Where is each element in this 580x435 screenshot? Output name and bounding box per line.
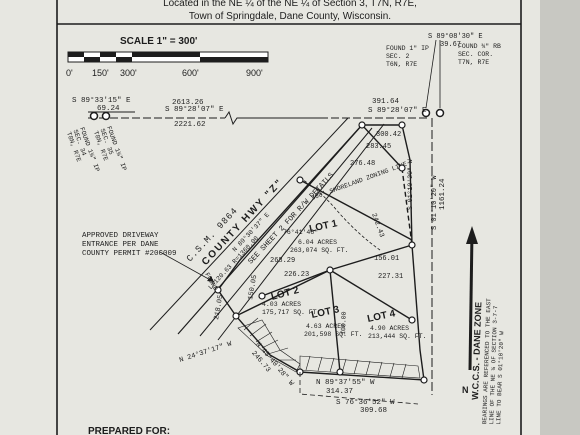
dim-2: 283.45 xyxy=(366,143,391,151)
dim-angle: 76°41'46" xyxy=(283,228,318,236)
scale-tick-600: 600' xyxy=(182,68,199,78)
header-line-1: Located in the NE ¼ of the NE ¼ of Secti… xyxy=(163,0,417,9)
svg-text:4.63 ACRES: 4.63 ACRES xyxy=(306,323,345,330)
map-border xyxy=(56,0,522,435)
svg-text:1161.24: 1161.24 xyxy=(439,178,447,210)
south-tie-line xyxy=(299,372,419,405)
legend-note-3: LINE TO BEAR S 01°10'20" W xyxy=(495,331,505,425)
dim-6: 268.29 xyxy=(270,257,295,265)
svg-text:FOUND ¾" RB: FOUND ¾" RB xyxy=(458,43,501,50)
hatched-buffer xyxy=(237,317,421,379)
svg-text:S 01°10'20" W: S 01°10'20" W xyxy=(430,175,439,230)
svg-text:T7N, R7E: T7N, R7E xyxy=(458,59,489,66)
svg-text:6.04 ACRES: 6.04 ACRES xyxy=(298,239,337,246)
west-corner-bearing: S 89°33'15" E xyxy=(72,96,131,105)
west-corner-dist: 69.24 xyxy=(97,105,120,113)
svg-text:100.00: 100.00 xyxy=(340,311,348,335)
scale-label: SCALE 1" = 300' xyxy=(120,36,197,47)
west-corner-monuments xyxy=(89,111,111,121)
dim-3: 276.48 xyxy=(350,160,375,168)
svg-text:T6N, R7E: T6N, R7E xyxy=(386,61,417,68)
north-line-bearing: S 89°28'07" E xyxy=(165,105,224,114)
lot-boundaries xyxy=(217,124,425,381)
svg-text:4.90 ACRES: 4.90 ACRES xyxy=(370,325,409,332)
dim-5: 156.01 xyxy=(374,255,399,263)
dim-1: 300.42 xyxy=(376,131,401,139)
county-hwy-z xyxy=(149,117,385,341)
svg-text:4.03 ACRES: 4.03 ACRES xyxy=(262,301,301,308)
bottom-bearing: N 89°37'55" W xyxy=(316,378,375,387)
scale-tick-0: 0' xyxy=(66,68,73,78)
north-arrow-legend: W.C.C.S. - DANE ZONE BEARINGS ARE REFERE… xyxy=(462,226,505,425)
east-corner-note-a: FOUND 1" IP SEC. 2 T6N, R7E xyxy=(386,45,429,68)
east-corner-dist: 39.67 xyxy=(440,41,461,49)
legend-title: W.C.C.S. - DANE ZONE xyxy=(470,302,483,400)
scale-bar xyxy=(67,51,269,63)
dim-10: 100.00 xyxy=(340,311,348,335)
north-line-dist: 2221.62 xyxy=(174,121,206,129)
top-bearing: S 89°28'07" E xyxy=(368,106,427,115)
north-section-line xyxy=(88,110,430,126)
east-corner-monuments xyxy=(421,39,445,118)
east-corner-note-b: FOUND ¾" RB SEC. COR. T7N, R7E xyxy=(458,43,501,66)
legend-note-2: LINE OF THE NE ¼ OF SECTION 3-7-7 xyxy=(488,305,499,424)
paper-margin xyxy=(540,0,580,435)
shoreland-line xyxy=(299,177,381,251)
svg-text:SEC. 2: SEC. 2 xyxy=(386,53,410,60)
boundary-monuments xyxy=(214,121,428,384)
north-line-dist-top: 2613.26 xyxy=(172,99,204,107)
top-dist: 391.64 xyxy=(372,98,400,106)
north-label: N xyxy=(462,385,469,395)
header-line-2: Town of Springdale, Dane County, Wiscons… xyxy=(189,11,391,22)
svg-text:201,598 SQ. FT.: 201,598 SQ. FT. xyxy=(304,331,363,338)
scale-tick-300: 300' xyxy=(120,68,137,78)
svg-text:APPROVED DRIVEWAY: APPROVED DRIVEWAY xyxy=(82,232,159,240)
svg-text:263,074 SQ. FT.: 263,074 SQ. FT. xyxy=(290,247,349,254)
south-bearing: S 76°36'52" W xyxy=(336,398,395,407)
legend-note-1: BEARINGS ARE REFERENCED TO THE EAST xyxy=(481,298,492,425)
svg-text:COUNTY PERMIT #20C009: COUNTY PERMIT #20C009 xyxy=(82,250,177,258)
east-line-labels: 1161.24 S 01°10'20" W xyxy=(430,175,447,230)
south-dist: 309.68 xyxy=(360,407,387,415)
svg-text:213,444 SQ. FT.: 213,444 SQ. FT. xyxy=(368,333,427,340)
scale-tick-900: 900' xyxy=(246,68,263,78)
svg-text:SEC. COR.: SEC. COR. xyxy=(458,51,493,58)
prepared-for: PREPARED FOR: xyxy=(88,426,170,435)
svg-text:FOUND 1" IP: FOUND 1" IP xyxy=(386,45,429,52)
dim-7: 227.31 xyxy=(378,273,403,281)
svg-text:175,717 SQ. FT.: 175,717 SQ. FT. xyxy=(262,309,321,316)
east-corner-bearing: S 89°08'30" E xyxy=(428,32,483,41)
svg-text:ENTRANCE PER DANE: ENTRANCE PER DANE xyxy=(82,241,159,249)
driveway-note: APPROVED DRIVEWAY ENTRANCE PER DANE COUN… xyxy=(82,232,215,283)
dim-8: 226.23 xyxy=(284,271,309,279)
scale-tick-150: 150' xyxy=(92,68,109,78)
bottom-dist: 314.37 xyxy=(326,388,353,396)
